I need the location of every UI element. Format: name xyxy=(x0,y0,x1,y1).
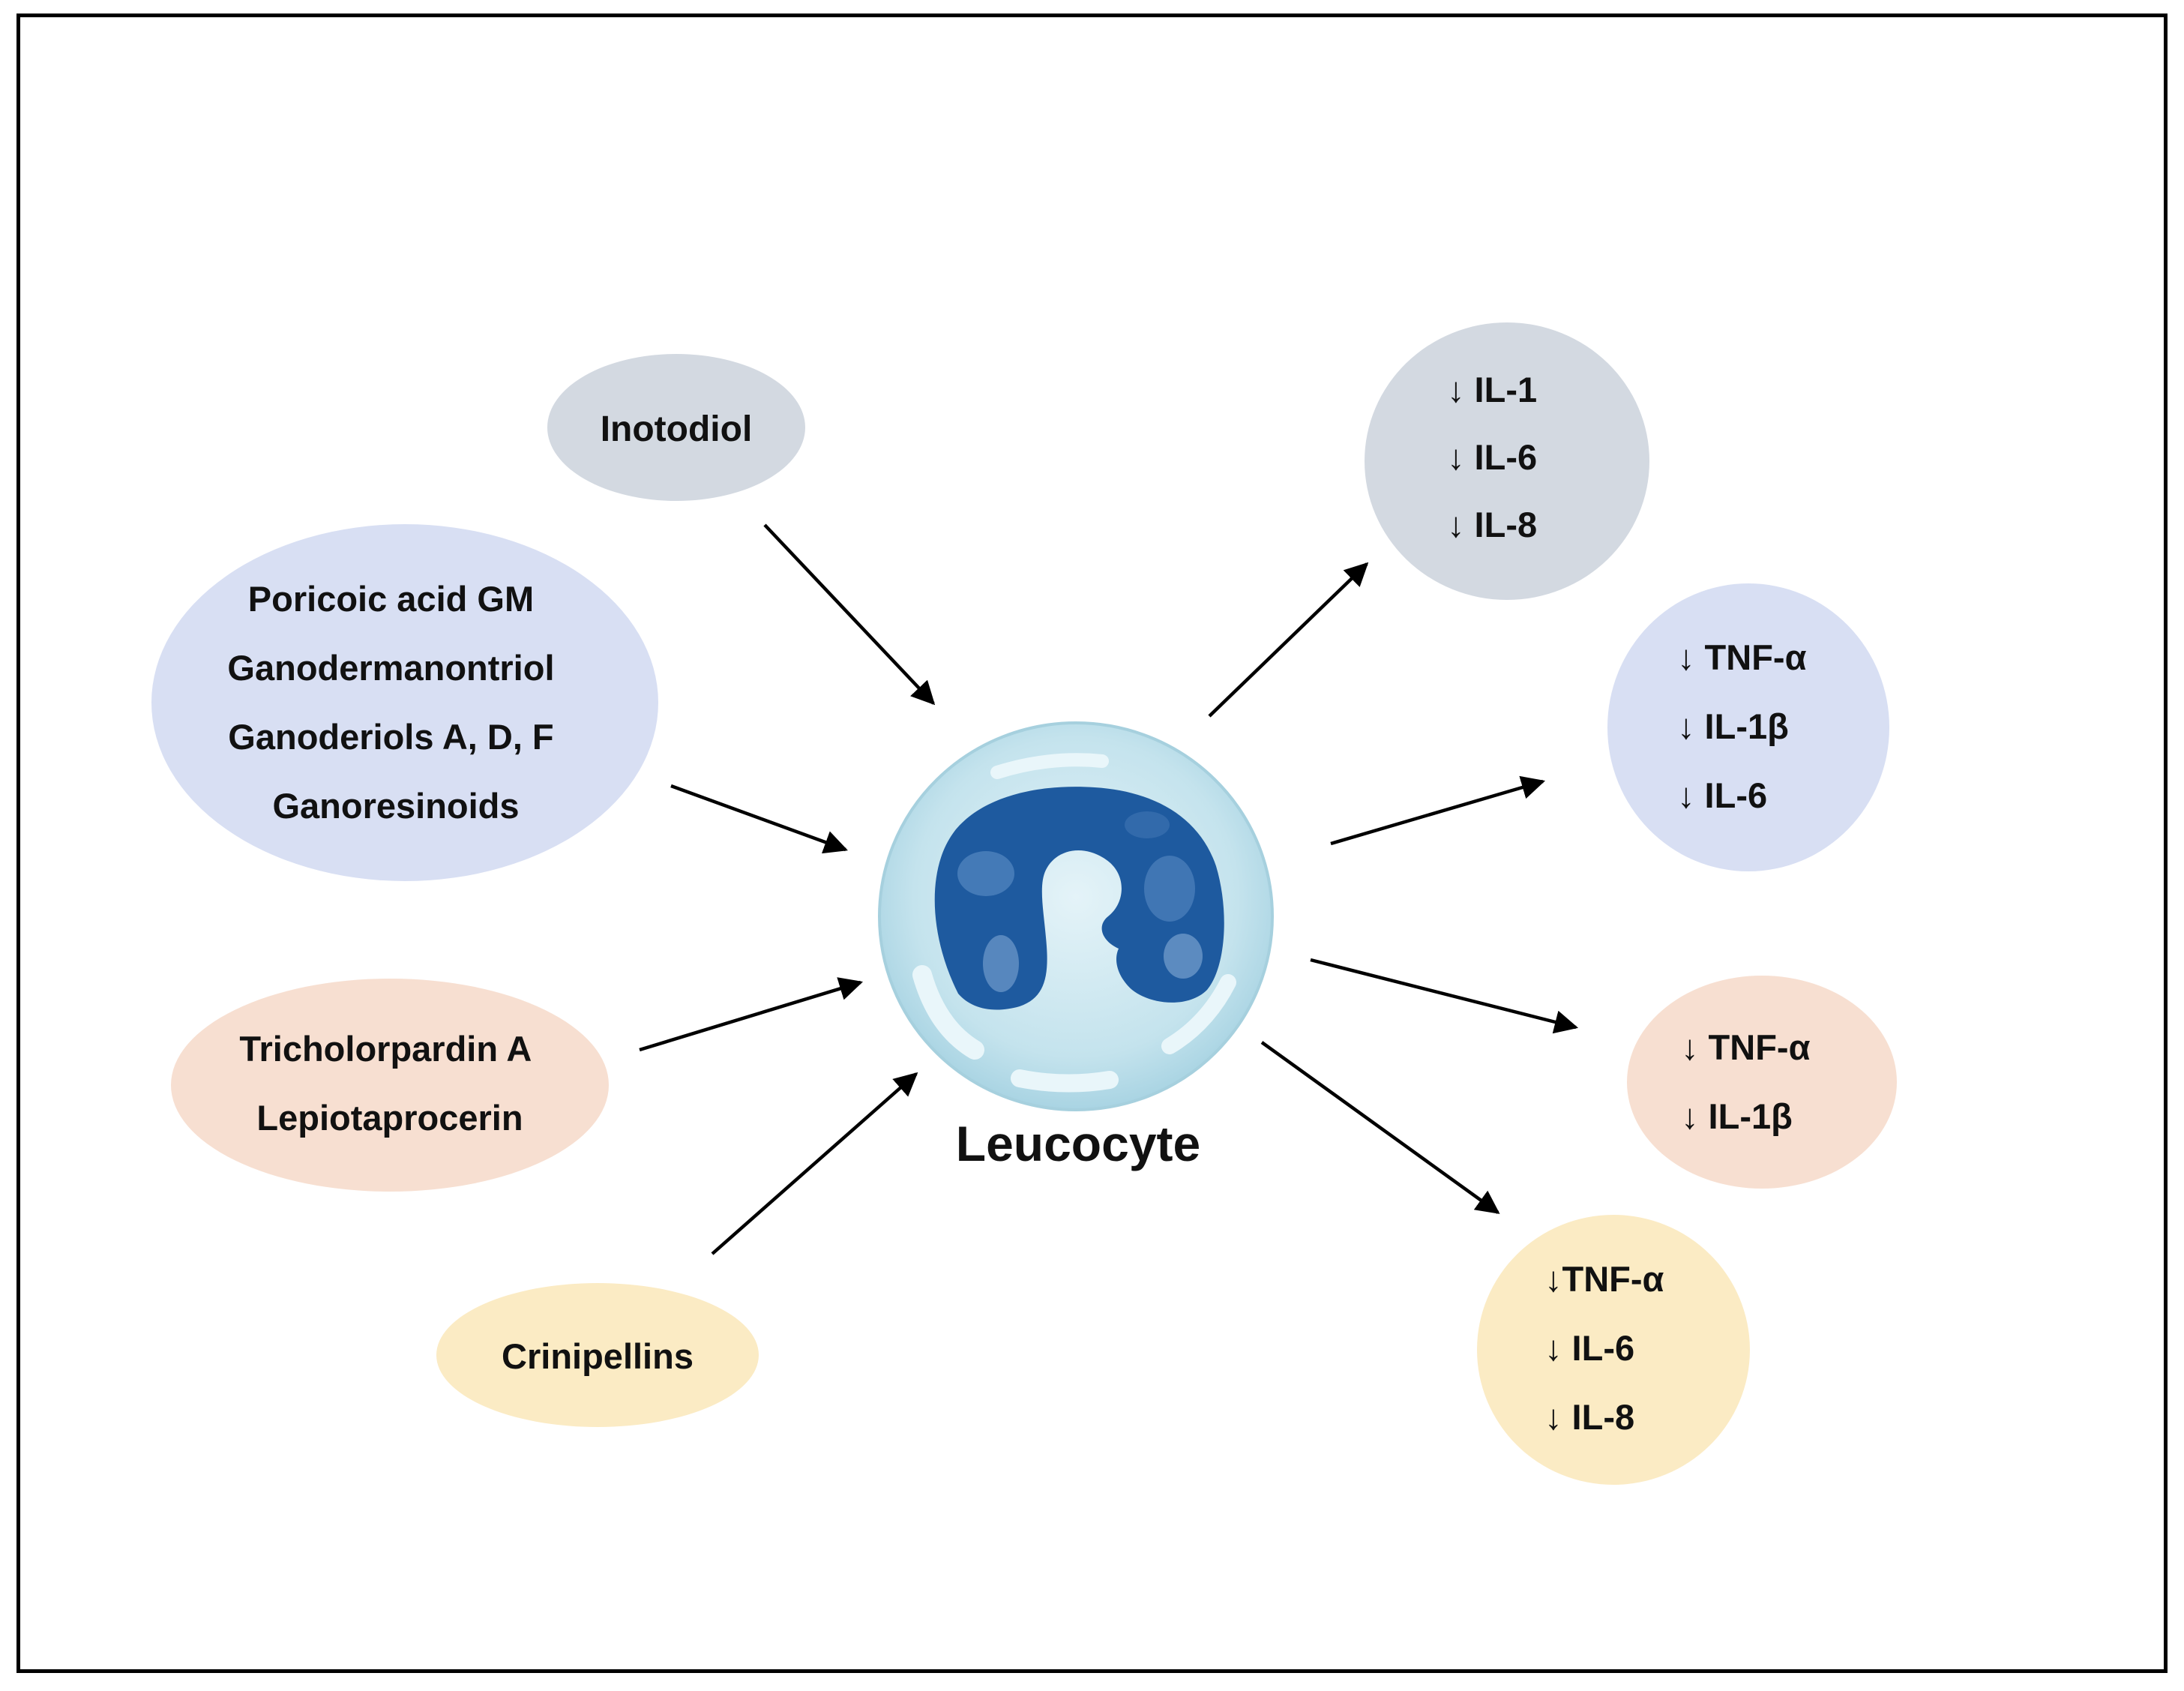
node-label: ↓TNF-α xyxy=(1544,1259,1664,1299)
node-label: ↓ IL-6 xyxy=(1544,1328,1634,1368)
output-node-blue: ↓ TNF-α ↓ IL-1β ↓ IL-6 xyxy=(1607,583,1889,871)
svg-text:Crinipellins: Crinipellins xyxy=(502,1336,694,1376)
node-label: ↓ TNF-α xyxy=(1677,637,1807,677)
input-node-tricholorpardin: Tricholorpardin A Lepiotaprocerin xyxy=(171,979,609,1192)
svg-text:Poricoic acid GM Ganod: Poricoic acid GM Ganodermanontriol Ganod… xyxy=(227,579,564,826)
input-node-crinipellins: Crinipellins xyxy=(436,1283,759,1427)
arrow-cell-to-yellow xyxy=(1260,1041,1500,1214)
svg-text:Tricholorpardin A Lepi: Tricholorpardin A Lepiotaprocerin xyxy=(239,1029,540,1138)
arrow-crinipellins-to-cell xyxy=(711,1072,918,1255)
node-label: Lepiotaprocerin xyxy=(256,1098,523,1138)
arrow-tricholorpardin-to-cell xyxy=(639,977,864,1052)
arrow-inotodiol-to-cell xyxy=(763,523,936,706)
leucocyte-cell-icon xyxy=(878,721,1274,1111)
arrow-cell-to-peach xyxy=(1310,958,1579,1034)
node-label: ↓ IL-1β xyxy=(1681,1096,1793,1136)
arrow-ganoderma-to-cell xyxy=(670,784,848,854)
arrows-out xyxy=(1208,562,1579,1214)
arrow-cell-to-gray xyxy=(1208,562,1369,718)
node-label: Ganodermanontriol xyxy=(227,648,554,688)
node-label: ↓ IL-8 xyxy=(1544,1397,1634,1437)
node-label: ↓ IL-6 xyxy=(1447,437,1537,477)
arrows-in xyxy=(639,523,936,1255)
output-node-gray: ↓ IL-1 ↓ IL-6 ↓ IL-8 xyxy=(1365,322,1649,600)
node-label: Tricholorpardin A xyxy=(239,1029,531,1069)
node-label: ↓ IL-1β xyxy=(1677,706,1789,746)
output-node-yellow: ↓TNF-α ↓ IL-6 ↓ IL-8 xyxy=(1477,1215,1750,1485)
svg-text:↓ TNF-α ↓ IL-1β: ↓ TNF-α ↓ IL-1β ↓ IL-6 xyxy=(1677,637,1817,815)
svg-text:↓TNF-α ↓ IL-6: ↓TNF-α ↓ IL-6 ↓ IL-8 xyxy=(1544,1259,1673,1437)
node-label: Ganoderiols A, D, F xyxy=(228,717,553,757)
input-node-ganoderma: Poricoic acid GM Ganodermanontriol Ganod… xyxy=(151,524,658,881)
svg-text:↓ TNF-α ↓ IL-1β: ↓ TNF-α ↓ IL-1β xyxy=(1681,1027,1820,1136)
output-node-peach: ↓ TNF-α ↓ IL-1β xyxy=(1627,976,1897,1189)
node-label: Crinipellins xyxy=(502,1336,694,1376)
input-node-inotodiol: Inotodiol xyxy=(547,354,805,501)
node-label: ↓ IL-1 xyxy=(1447,370,1537,409)
svg-text:Inotodiol: Inotodiol xyxy=(601,409,753,449)
node-label: Ganoresinoids xyxy=(272,786,519,826)
node-label: ↓ IL-6 xyxy=(1677,775,1767,815)
node-label: ↓ TNF-α xyxy=(1681,1027,1811,1067)
node-label: ↓ IL-8 xyxy=(1447,505,1537,544)
arrow-cell-to-blue xyxy=(1330,775,1546,846)
node-label: Inotodiol xyxy=(601,409,753,449)
svg-text:↓ IL-1 ↓ IL-6: ↓ IL-1 ↓ IL-6 ↓ IL-8 xyxy=(1447,370,1547,544)
leucocyte-label: Leucocyte xyxy=(956,1116,1200,1171)
node-label: Poricoic acid GM xyxy=(248,579,534,619)
